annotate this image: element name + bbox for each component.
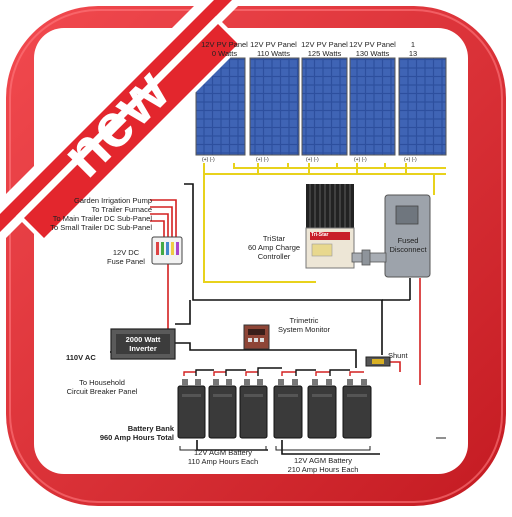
load-label-small-subpanel: To Small Trailer DC Sub-Panel [50,223,152,232]
shunt-label: Shunt [388,351,408,360]
load-label-irrigation: Garden Irrigation Pump [74,196,152,205]
charge-controller [305,184,355,269]
terminal-mark: (+) (-) [202,157,215,163]
fused-disconnect [351,194,431,278]
pv-panel-5 [398,57,447,156]
charge-controller-label: TriStar 60 Amp Charge Controller [247,234,301,261]
terminal-mark: (+) (-) [306,157,319,163]
ac-voltage-label: 110V AC [66,353,96,362]
charge-controller-brand: Tri-Star [311,232,329,238]
trimetric-monitor [243,324,270,350]
terminal-mark: (+) (-) [256,157,269,163]
shunt [365,356,391,367]
new-badge: new [0,0,244,244]
load-label-furnace: To Trailer Furnace [91,205,152,214]
pv-panel-3 [301,57,348,156]
pv-panel-4 [349,57,396,156]
terminal-mark: (+) (-) [404,157,417,163]
terminal-mark: (+) (-) [354,157,367,163]
battery-bank [177,379,372,439]
load-label-main-subpanel: To Main Trailer DC Sub-Panel [52,214,152,223]
fuse-panel [151,236,183,265]
pv-panel-array [195,57,447,156]
pv-panel-2 [249,57,300,156]
inverter [110,328,176,360]
